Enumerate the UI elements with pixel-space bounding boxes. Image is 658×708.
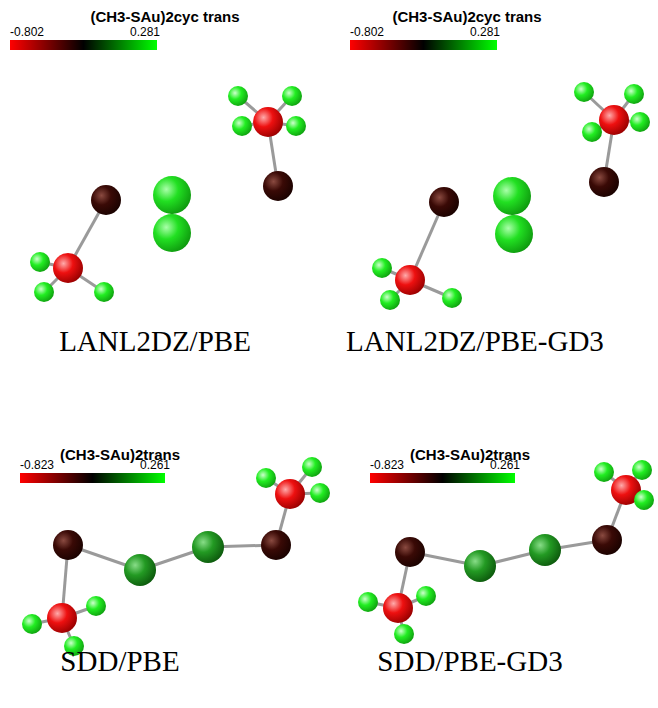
atom <box>634 490 654 510</box>
atom <box>582 122 602 142</box>
atom <box>286 116 306 136</box>
atom <box>275 479 305 509</box>
atom <box>395 537 425 567</box>
atom <box>630 112 650 132</box>
method-label: LANL2DZ/PBE-GD3 <box>346 325 604 358</box>
scale-value: 0.261 <box>490 458 520 472</box>
scale-value: -0.802 <box>10 25 44 39</box>
atom <box>574 82 594 102</box>
atom <box>632 460 652 480</box>
atom <box>253 107 283 137</box>
atom <box>529 534 561 566</box>
scale-value: -0.802 <box>350 25 384 39</box>
color-bar <box>10 40 157 50</box>
atom <box>592 525 622 555</box>
atom <box>495 215 533 253</box>
atom <box>464 550 496 582</box>
atom <box>94 282 114 302</box>
atom <box>358 592 378 612</box>
atom <box>91 185 121 215</box>
atom <box>372 258 392 278</box>
atom <box>153 176 191 214</box>
atom <box>624 84 644 104</box>
atom <box>416 586 436 606</box>
atom <box>34 282 54 302</box>
atom <box>232 116 252 136</box>
atom <box>395 265 425 295</box>
method-label: LANL2DZ/PBE <box>59 325 251 358</box>
atom <box>22 614 42 634</box>
color-bar <box>370 473 515 483</box>
atom <box>30 252 50 272</box>
atom <box>594 462 614 482</box>
atom <box>256 468 276 488</box>
atom <box>394 624 414 644</box>
color-bar <box>20 473 165 483</box>
atom <box>493 177 531 215</box>
atom <box>263 171 293 201</box>
atom <box>383 593 413 623</box>
panel-title: (CH3-SAu)2cyc trans <box>392 8 541 25</box>
atom <box>599 105 629 135</box>
method-label: SDD/PBE <box>60 645 179 678</box>
scale-value: 0.281 <box>470 25 500 39</box>
scale-value: 0.281 <box>130 25 160 39</box>
scale-value: -0.823 <box>370 458 404 472</box>
atom <box>228 86 248 106</box>
atom <box>310 483 330 503</box>
atom <box>282 86 302 106</box>
atom <box>53 253 83 283</box>
atom <box>589 167 619 197</box>
scale-value: -0.823 <box>20 458 54 472</box>
atom <box>442 288 462 308</box>
atom <box>124 554 156 586</box>
atom <box>53 530 83 560</box>
atom <box>192 531 224 563</box>
atom <box>380 290 400 310</box>
atom <box>153 214 191 252</box>
atom <box>302 457 322 477</box>
atom <box>261 530 291 560</box>
panel-title: (CH3-SAu)2cyc trans <box>90 8 239 25</box>
method-label: SDD/PBE-GD3 <box>377 645 562 678</box>
atom <box>86 596 106 616</box>
scale-value: 0.261 <box>140 458 170 472</box>
atom <box>429 187 459 217</box>
color-bar <box>350 40 497 50</box>
atom <box>47 603 77 633</box>
